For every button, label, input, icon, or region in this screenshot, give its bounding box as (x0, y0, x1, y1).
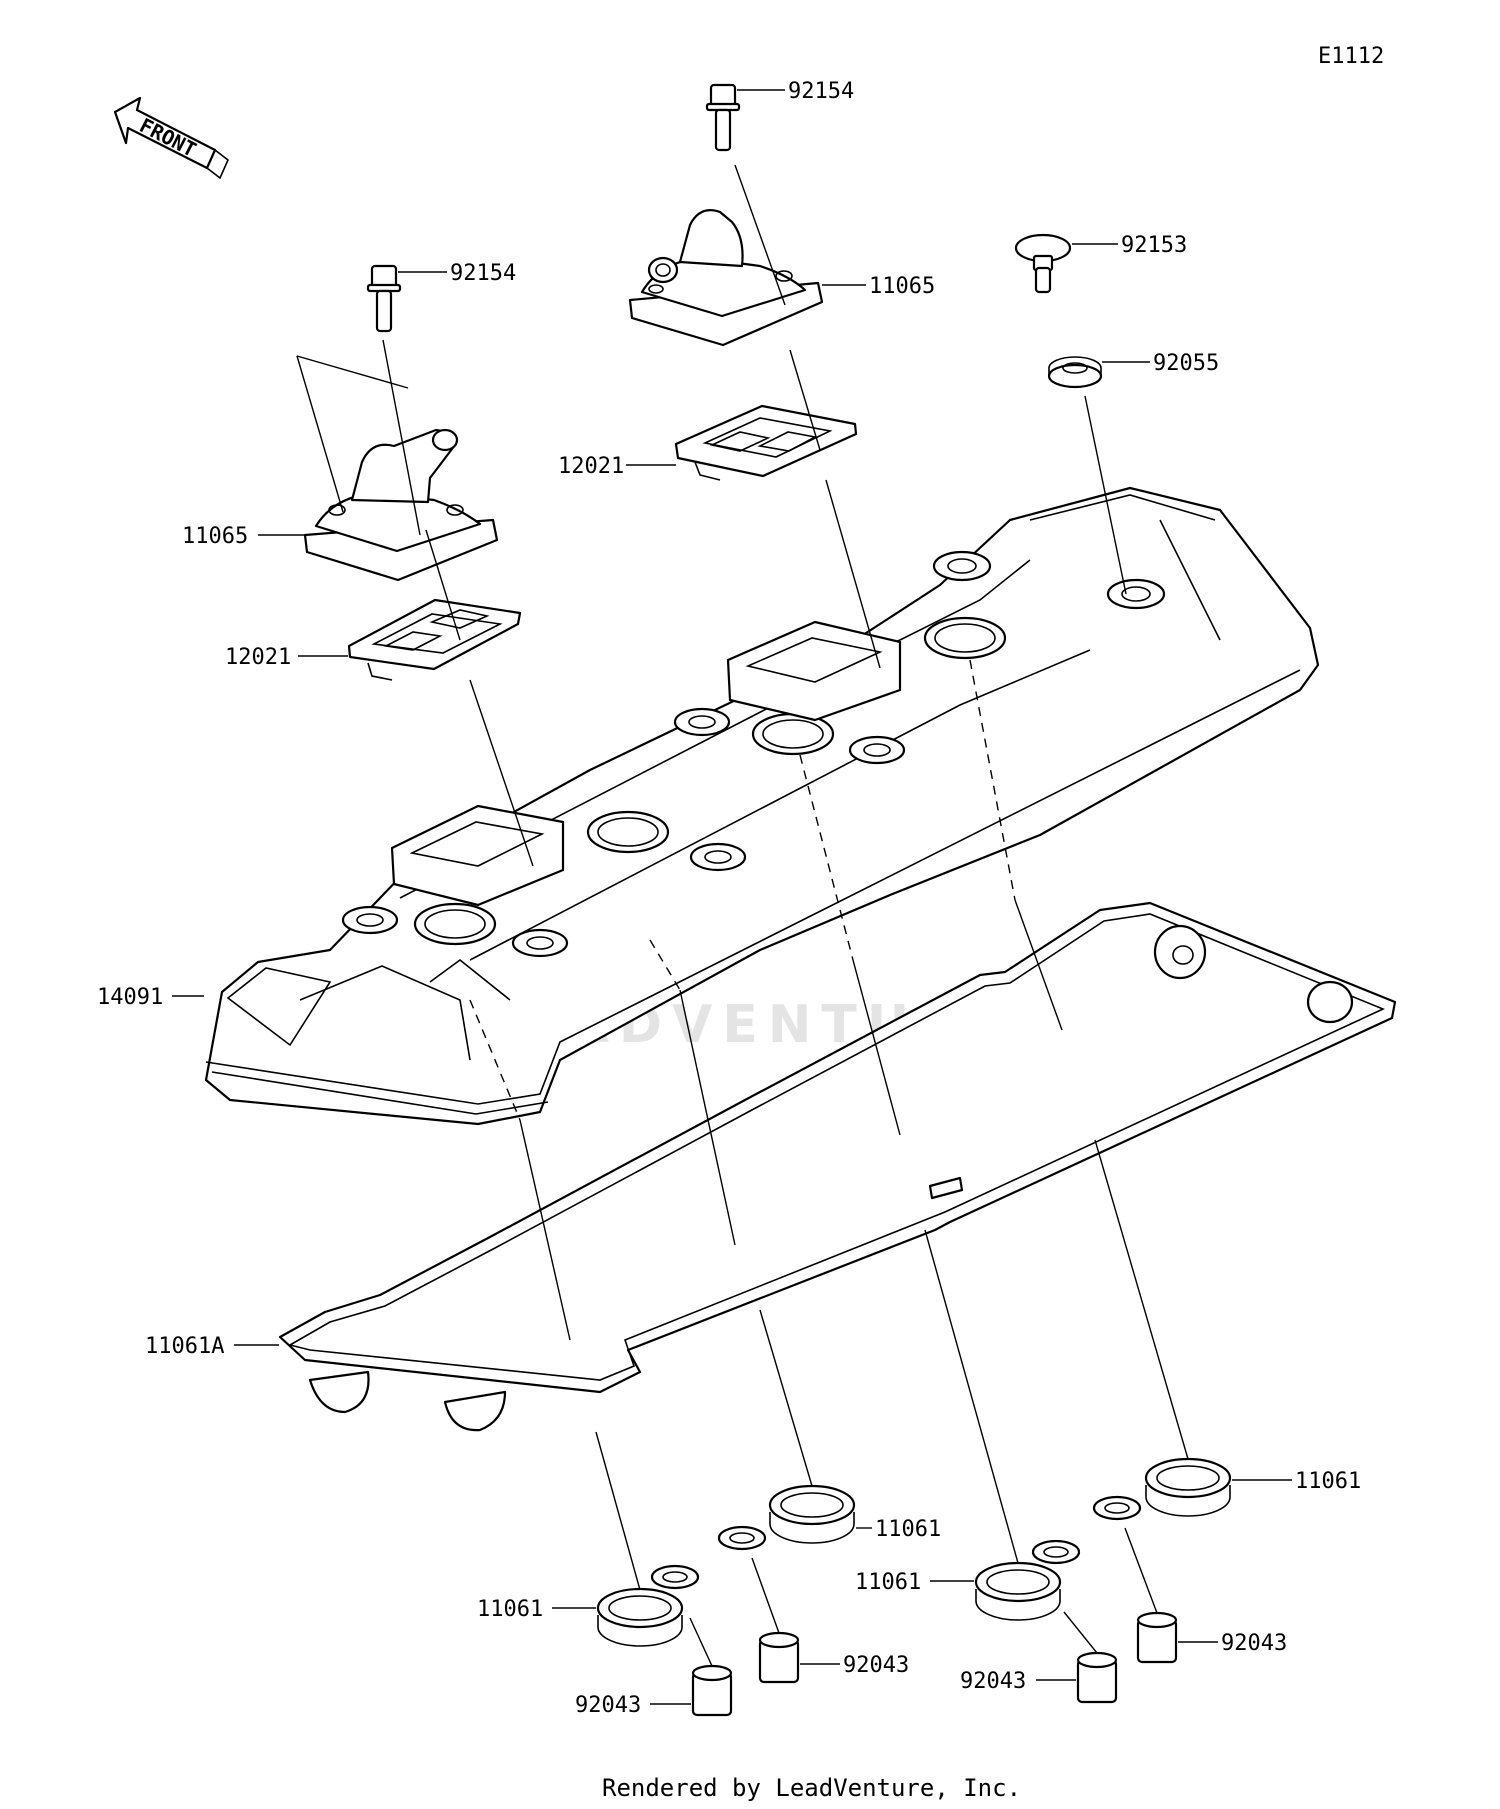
gasket-far-right: 11061 (1092, 1457, 1361, 1521)
collar-mid-left: 92043 (758, 1631, 909, 1684)
bolt-right: 92153 (1014, 233, 1187, 294)
callout-collar-mid-left: 92043 (843, 1653, 909, 1678)
collar-mid-right: 92043 (960, 1651, 1118, 1704)
footer-credit: Rendered by LeadVenture, Inc. (602, 1774, 1021, 1802)
front-arrow-icon: FRONT (113, 96, 229, 180)
gasket-left: 11061 (477, 1564, 700, 1647)
callout-reed-valve-left: 12021 (225, 645, 291, 670)
callout-collar-right: 92043 (1221, 1631, 1287, 1656)
callout-cover-gasket: 11061A (145, 1334, 224, 1359)
cylinder-head-cover: 14091 (97, 486, 1320, 1126)
bolt-top-center: 92154 (705, 79, 854, 152)
callout-bolt-top-center: 92154 (788, 79, 854, 104)
callout-bolt-left: 92154 (450, 261, 516, 286)
reed-valve-right: 12021 (558, 404, 858, 481)
callout-breather-cover-right: 11065 (869, 274, 935, 299)
callout-gasket-far-right: 11061 (1295, 1469, 1361, 1494)
alignment-lines (296, 164, 1189, 1667)
collar-left: 92043 (575, 1664, 733, 1718)
callout-gasket-left: 11061 (477, 1597, 543, 1622)
callout-gasket-mid-right: 11061 (855, 1570, 921, 1595)
breather-cover-left: 11065 (182, 428, 499, 582)
callout-collar-mid-right: 92043 (960, 1669, 1026, 1694)
breather-cover-right: 11065 (628, 209, 935, 347)
callout-breather-cover-left: 11065 (182, 524, 248, 549)
collar-right: 92043 (1136, 1611, 1287, 1664)
callout-reed-valve-right: 12021 (558, 454, 624, 479)
callout-bolt-right: 92153 (1121, 233, 1187, 258)
bolt-left: 92154 (366, 261, 516, 333)
cover-gasket: 11061A (145, 901, 1397, 1432)
washer-right: 92055 (1047, 351, 1219, 389)
callout-collar-left: 92043 (575, 1693, 641, 1718)
callout-cylinder-head-cover: 14091 (97, 985, 163, 1010)
callout-washer-right: 92055 (1153, 351, 1219, 376)
diagram-code: E1112 (1318, 44, 1384, 69)
front-arrow-label: FRONT (136, 113, 201, 162)
gasket-mid-left: 11061 (717, 1484, 941, 1551)
gasket-mid-right: 11061 (855, 1539, 1081, 1621)
reed-valve-left: 12021 (225, 598, 522, 681)
callout-gasket-mid-left: 11061 (875, 1517, 941, 1542)
